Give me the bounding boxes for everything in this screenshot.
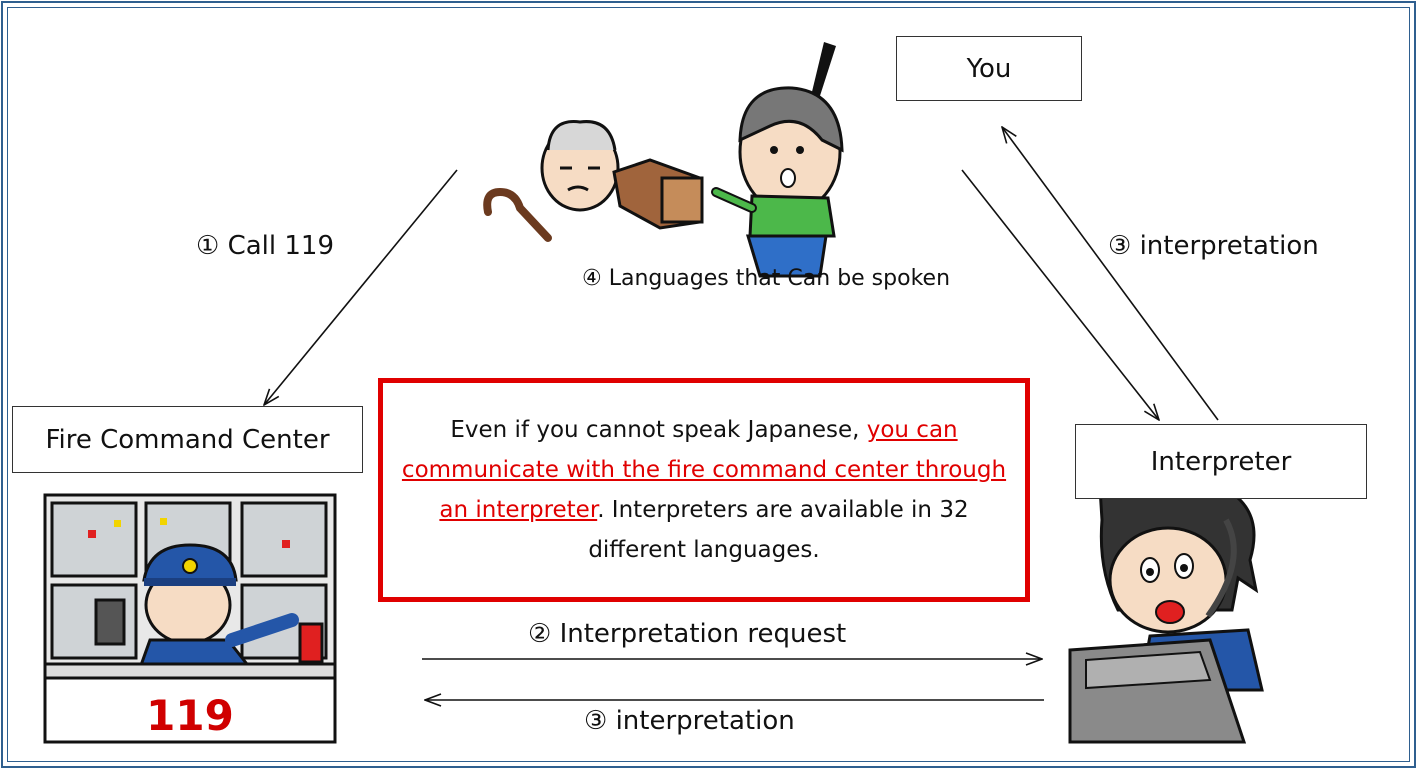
elderly-man-fallen-icon — [483, 120, 704, 242]
step-interpretation-you-label: ③ interpretation — [1108, 231, 1319, 261]
node-you: You — [896, 36, 1082, 101]
arrow-languages — [961, 169, 1159, 420]
panel-sign: 119 — [146, 691, 234, 740]
node-interpreter: Interpreter — [1075, 424, 1367, 499]
dispatcher-icon: 119 — [43, 493, 337, 744]
notice-text-part1: Even if you cannot speak Japanese, — [450, 417, 867, 443]
arrow-interp-you — [1002, 127, 1219, 421]
exclamation-icon — [810, 42, 836, 102]
step-interpretation-center-label: ③ interpretation — [584, 706, 795, 736]
node-fire-command-center-label: Fire Command Center — [45, 424, 330, 455]
notice-box: Even if you cannot speak Japanese, you c… — [378, 378, 1030, 602]
notice-text-part2: . Interpreters are available in 32 diffe… — [588, 497, 969, 563]
step-request-label: ② Interpretation request — [528, 619, 847, 649]
inner-frame — [7, 7, 1410, 762]
node-you-label: You — [966, 53, 1012, 84]
step-languages-label: ④ Languages that Can be spoken — [582, 266, 951, 291]
notice-text: Even if you cannot speak Japanese, you c… — [401, 410, 1007, 570]
step-call-label: ① Call 119 — [196, 231, 334, 261]
interpreter-icon — [1068, 474, 1264, 744]
node-fire-command-center: Fire Command Center — [12, 406, 363, 473]
bystander-icon — [711, 42, 844, 278]
notice-highlight: you can communicate with the fire comman… — [401, 417, 1007, 523]
arrow-call — [264, 169, 458, 405]
node-interpreter-label: Interpreter — [1150, 446, 1292, 477]
